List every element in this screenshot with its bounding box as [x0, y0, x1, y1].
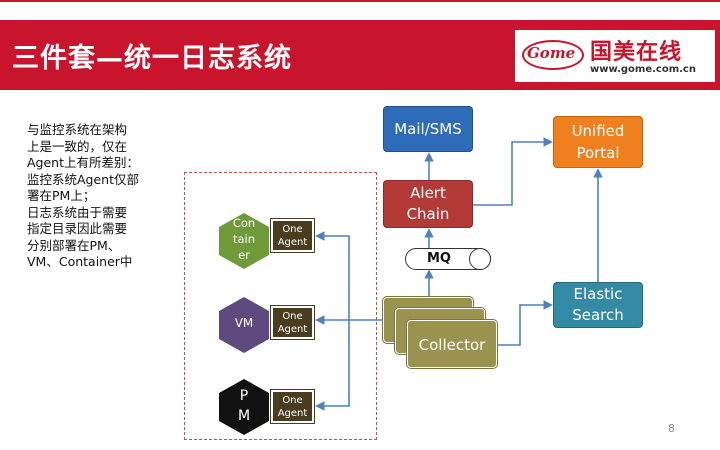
container-host-label: Con tain er [219, 215, 269, 263]
description-line: 分别部署在PM、 [27, 237, 121, 253]
unified-portal-label-line: Portal [576, 144, 620, 162]
collector-to-elastic-search-arrow [497, 300, 553, 346]
description-text: 与监控系统在架构 上是一致的，仅在 Agent上有所差别： 监控系统Agent仅… [27, 122, 177, 271]
mq-label: MQ [427, 251, 451, 266]
logo-mark [522, 40, 584, 70]
pm-label-line: P [239, 388, 249, 404]
mq-cylinder-end [469, 248, 491, 270]
description-line: 署在PM上； [27, 188, 96, 203]
elastic-search-label-line: Search [572, 306, 624, 324]
unified-portal-node: Unified Portal [553, 116, 643, 168]
collector-to-container-agent-arrow [315, 231, 383, 321]
host-group-boundary [184, 172, 377, 440]
alert-chain-label-line: Chain [406, 205, 450, 223]
agent-label-line: One [282, 311, 303, 322]
description-line: 监控系统Agent仅部 [27, 171, 139, 187]
description-line: Agent上有所差别： [27, 155, 139, 170]
elastic-search-node: Elastic Search [553, 282, 643, 328]
pm-host-label: P M [219, 386, 269, 426]
agent-label-line: Agent [277, 237, 308, 248]
vm-host-label: VM [234, 316, 254, 330]
agent-label-line: Agent [277, 324, 308, 335]
pm-agent-box: One Agent [271, 390, 314, 423]
description-line: 日志系统由于需要 [27, 204, 128, 220]
agent-label-line: One [282, 224, 303, 235]
alert-chain-node: Alert Chain [383, 180, 473, 228]
logo-name: 国美在线 [590, 40, 683, 65]
agent-label-line: Agent [277, 408, 308, 419]
alert-chain-label-line: Alert [410, 184, 446, 202]
container-label-line: tain [232, 232, 256, 246]
slide-title: 三件套—统一日志系统 [12, 43, 292, 74]
page-number: 8 [668, 422, 675, 435]
description-line: 指定目录因此需要 [27, 221, 128, 236]
mail-sms-node: Mail/SMS [383, 106, 473, 152]
description-line: VM、Container中 [27, 254, 133, 269]
description-line: 与监控系统在架构 [27, 122, 128, 137]
logo-url: www.gome.com.cn [590, 64, 696, 75]
pm-host-node [219, 379, 269, 435]
description-line: 上是一致的，仅在 [27, 138, 128, 154]
container-agent-box: One Agent [271, 219, 314, 252]
logo-mark-text: Gome [527, 44, 576, 62]
container-label-line: er [238, 248, 250, 262]
pm-label-line: M [237, 408, 251, 424]
container-label-line: Con [232, 216, 256, 230]
collector-node: Collector [407, 320, 497, 368]
agent-label-line: One [282, 395, 303, 406]
vm-agent-box: One Agent [271, 306, 314, 339]
unified-portal-label-line: Unified [571, 122, 625, 140]
elastic-search-label-line: Elastic [573, 285, 623, 303]
collector-to-pm-agent-arrow [315, 320, 350, 411]
top-accent-line [0, 0, 720, 2]
alert-chain-to-unified-portal-arrow [473, 137, 553, 206]
vm-host-node [219, 297, 269, 353]
